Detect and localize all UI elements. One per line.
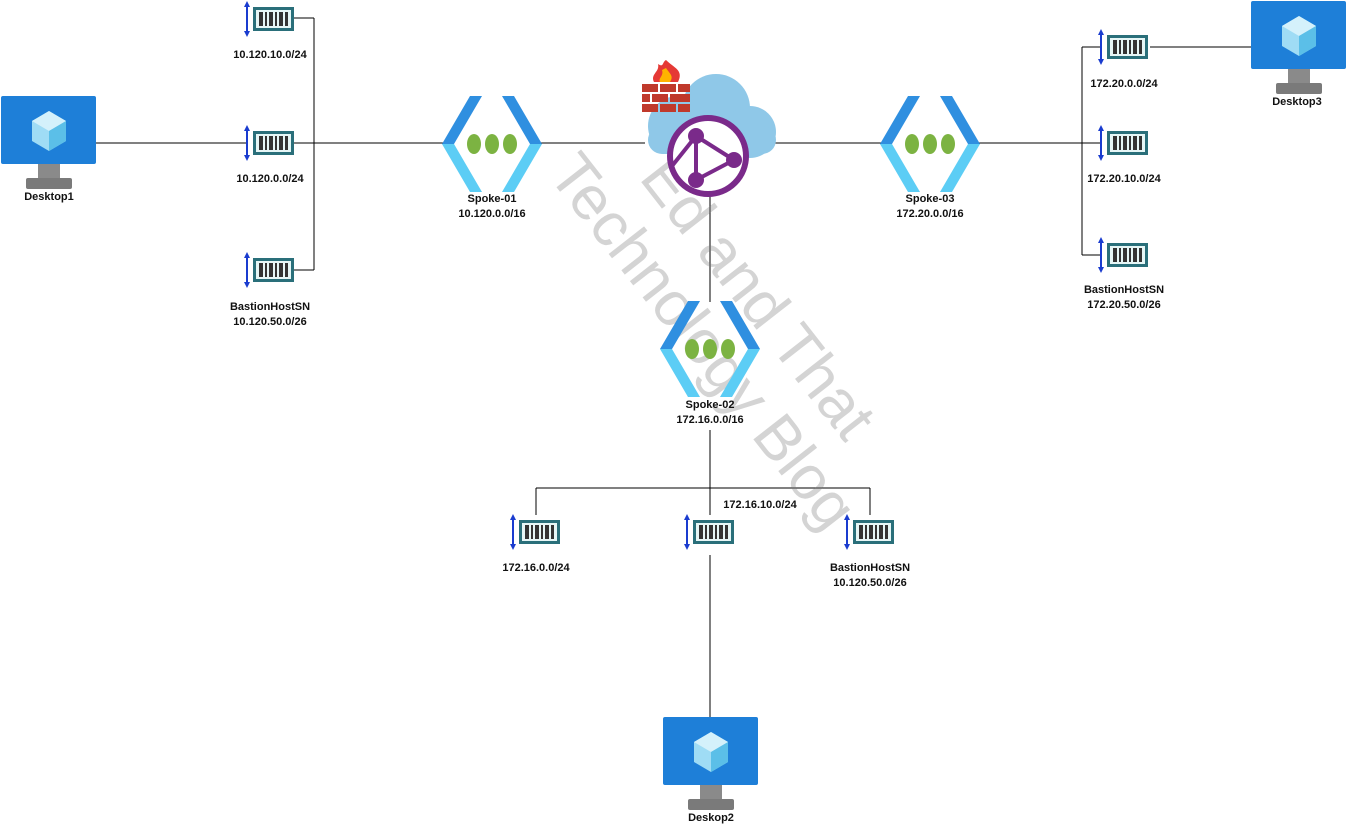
subnet-1a-label: 10.120.10.0/24 bbox=[233, 49, 307, 61]
subnet-2b-label: 172.16.10.0/24 bbox=[723, 499, 797, 511]
subnet-1b-label: 10.120.0.0/24 bbox=[236, 173, 304, 185]
subnet-3c-name: BastionHostSN bbox=[1083, 284, 1165, 296]
subnet-3a-label: 172.20.0.0/24 bbox=[1090, 78, 1158, 90]
spoke01-name: Spoke-01 bbox=[467, 193, 517, 205]
spoke02-vnet-icon bbox=[660, 301, 760, 397]
subnet-1c-cidr: 10.120.50.0/26 bbox=[233, 316, 307, 328]
subnet-3c-cidr: 172.20.50.0/26 bbox=[1087, 299, 1161, 311]
subnet-2a-icon bbox=[510, 514, 560, 550]
subnet-3a-icon bbox=[1098, 29, 1148, 65]
spoke02-name: Spoke-02 bbox=[685, 399, 735, 411]
desktop3-label: Desktop3 bbox=[1272, 96, 1322, 108]
subnet-1b-icon bbox=[244, 125, 294, 161]
subnet-3b-label: 172.20.10.0/24 bbox=[1087, 173, 1161, 185]
spoke03-cidr: 172.20.0.0/16 bbox=[896, 208, 964, 220]
hub-firewall-cloud-icon bbox=[642, 60, 776, 197]
subnet-2c-name: BastionHostSN bbox=[829, 562, 911, 574]
subnet-1a-icon bbox=[244, 1, 294, 37]
spoke01-cidr: 10.120.0.0/16 bbox=[458, 208, 526, 220]
subnet-2b-icon bbox=[684, 514, 734, 550]
desktop2-vm-icon bbox=[663, 717, 758, 810]
desktop2-label: Deskop2 bbox=[688, 812, 734, 824]
spoke02-cidr: 172.16.0.0/16 bbox=[676, 414, 744, 426]
desktop1-vm-icon bbox=[1, 96, 96, 189]
desktop3-vm-icon bbox=[1251, 1, 1346, 94]
subnet-2c-icon bbox=[844, 514, 894, 550]
subnet-3b-icon bbox=[1098, 125, 1148, 161]
desktop1-label: Desktop1 bbox=[24, 191, 74, 203]
subnet-1c-icon bbox=[244, 252, 294, 288]
subnet-3c-icon bbox=[1098, 237, 1148, 273]
spoke03-vnet-icon bbox=[880, 96, 980, 192]
spoke03-name: Spoke-03 bbox=[905, 193, 955, 205]
subnet-1c-name: BastionHostSN bbox=[229, 301, 311, 313]
subnet-2c-cidr: 10.120.50.0/26 bbox=[833, 577, 907, 589]
subnet-2a-label: 172.16.0.0/24 bbox=[502, 562, 570, 574]
spoke01-vnet-icon bbox=[442, 96, 542, 192]
